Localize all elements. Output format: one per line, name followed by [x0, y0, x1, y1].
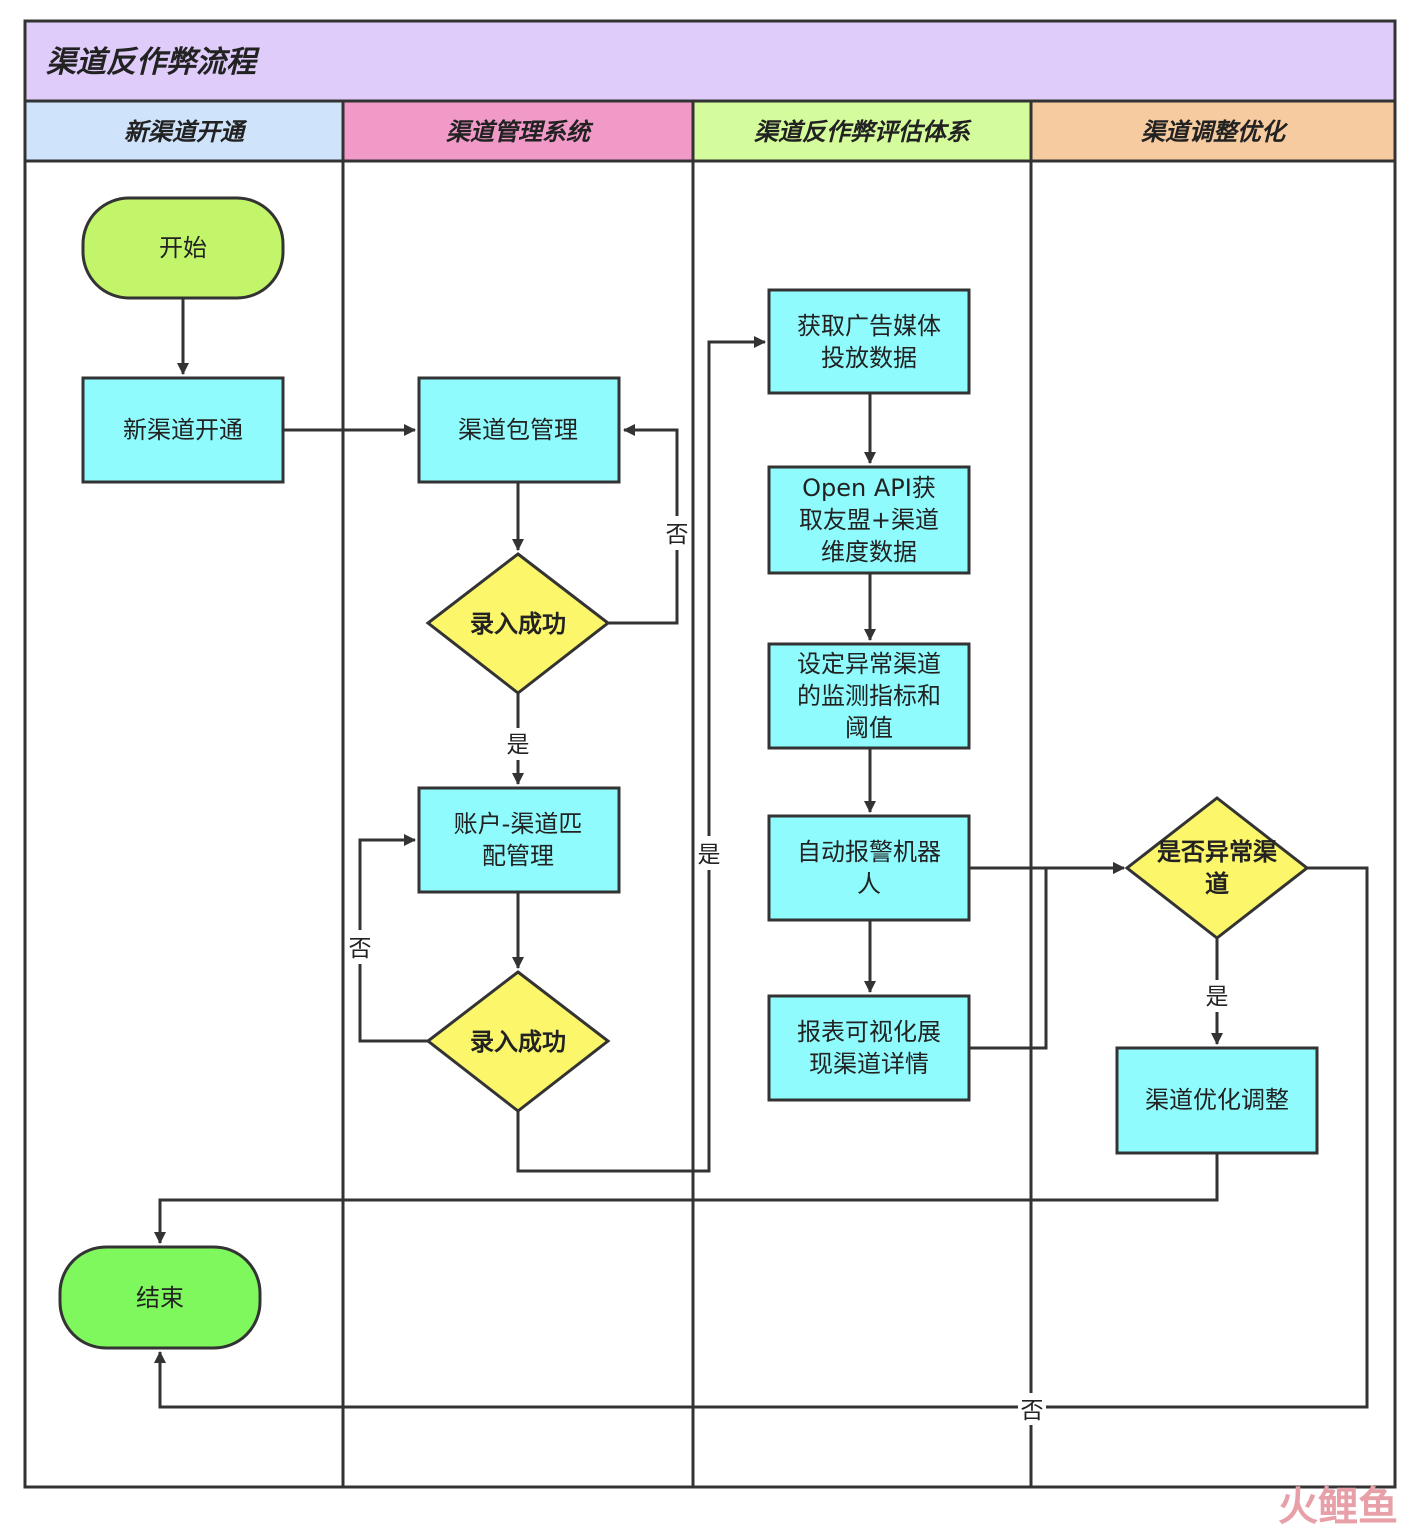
- decision1-label: 录入成功: [470, 610, 566, 638]
- report-label-2: 现渠道详情: [809, 1050, 929, 1078]
- account-match-node: [417, 786, 621, 894]
- decision3-node: [1124, 796, 1310, 940]
- start-node: [81, 196, 285, 300]
- open-api-label-2: 取友盟+渠道: [799, 506, 939, 534]
- start-node-label: 开始: [159, 234, 207, 262]
- edge-optimize-to-end: [154, 1153, 1219, 1244]
- edge-label-yes3: 是: [1206, 984, 1229, 1010]
- decision3-label-2: 道: [1205, 870, 1229, 898]
- edge-label-yes2: 是: [698, 842, 721, 868]
- alarm-robot-label-2: 人: [857, 870, 881, 898]
- alarm-robot-node: [767, 814, 971, 922]
- edge-decision3-no: [154, 866, 1369, 1409]
- open-api-label-3: 维度数据: [821, 538, 917, 566]
- open-api-node: [767, 465, 971, 575]
- account-match-label-2: 配管理: [482, 842, 554, 870]
- new-channel-node: [81, 376, 285, 484]
- title-bar: [23, 19, 1397, 103]
- package-mgmt-label: 渠道包管理: [458, 416, 578, 444]
- end-node: [58, 1245, 262, 1350]
- lane-label-new-channel: 新渠道开通: [124, 118, 248, 146]
- lane-header-new-channel: [23, 99, 345, 163]
- decision2-node: [425, 970, 611, 1113]
- report-node: [767, 994, 971, 1102]
- lane-label-anti-fraud: 渠道反作弊评估体系: [754, 118, 972, 146]
- lane-label-channel-mgmt: 渠道管理系统: [446, 118, 594, 146]
- package-mgmt-node: [417, 376, 621, 484]
- decision1-node: [425, 552, 611, 695]
- edge-label-no2: 否: [349, 936, 372, 962]
- end-node-label: 结束: [136, 1284, 184, 1312]
- set-threshold-label-3: 阈值: [845, 714, 893, 742]
- set-threshold-label-2: 的监测指标和: [797, 682, 941, 710]
- optimize-label: 渠道优化调整: [1145, 1086, 1289, 1114]
- new-channel-label: 新渠道开通: [123, 416, 243, 444]
- get-ad-data-label-1: 获取广告媒体: [797, 312, 941, 340]
- lane-body-optimize: [1029, 159, 1397, 1489]
- lane-label-optimize: 渠道调整优化: [1141, 118, 1289, 146]
- open-api-label-1: Open API获: [802, 474, 936, 502]
- edge-decision2-yes: [516, 336, 766, 1173]
- get-ad-data-node: [767, 288, 971, 395]
- get-ad-data-label-2: 投放数据: [821, 344, 917, 372]
- edge-label-no1: 否: [666, 522, 689, 548]
- decision2-label: 录入成功: [470, 1028, 566, 1056]
- alarm-robot-label-1: 自动报警机器: [797, 838, 941, 866]
- edge-report-to-decision3: [970, 862, 1125, 1050]
- edge-label-no3: 否: [1021, 1398, 1044, 1424]
- report-label-1: 报表可视化展: [797, 1018, 941, 1046]
- edge-label-yes1: 是: [507, 732, 530, 758]
- edge-labels: 否 是 否 是 是 否: [346, 516, 1232, 1425]
- decision3-label-1: 是否异常渠: [1157, 838, 1277, 866]
- optimize-node: [1115, 1046, 1319, 1155]
- diagram-title: 渠道反作弊流程: [46, 45, 260, 80]
- watermark-logo: 火鲤鱼: [1278, 1484, 1398, 1528]
- set-threshold-label-1: 设定异常渠道: [797, 650, 941, 678]
- account-match-label-1: 账户-渠道匹: [454, 810, 583, 838]
- set-threshold-node: [767, 642, 971, 750]
